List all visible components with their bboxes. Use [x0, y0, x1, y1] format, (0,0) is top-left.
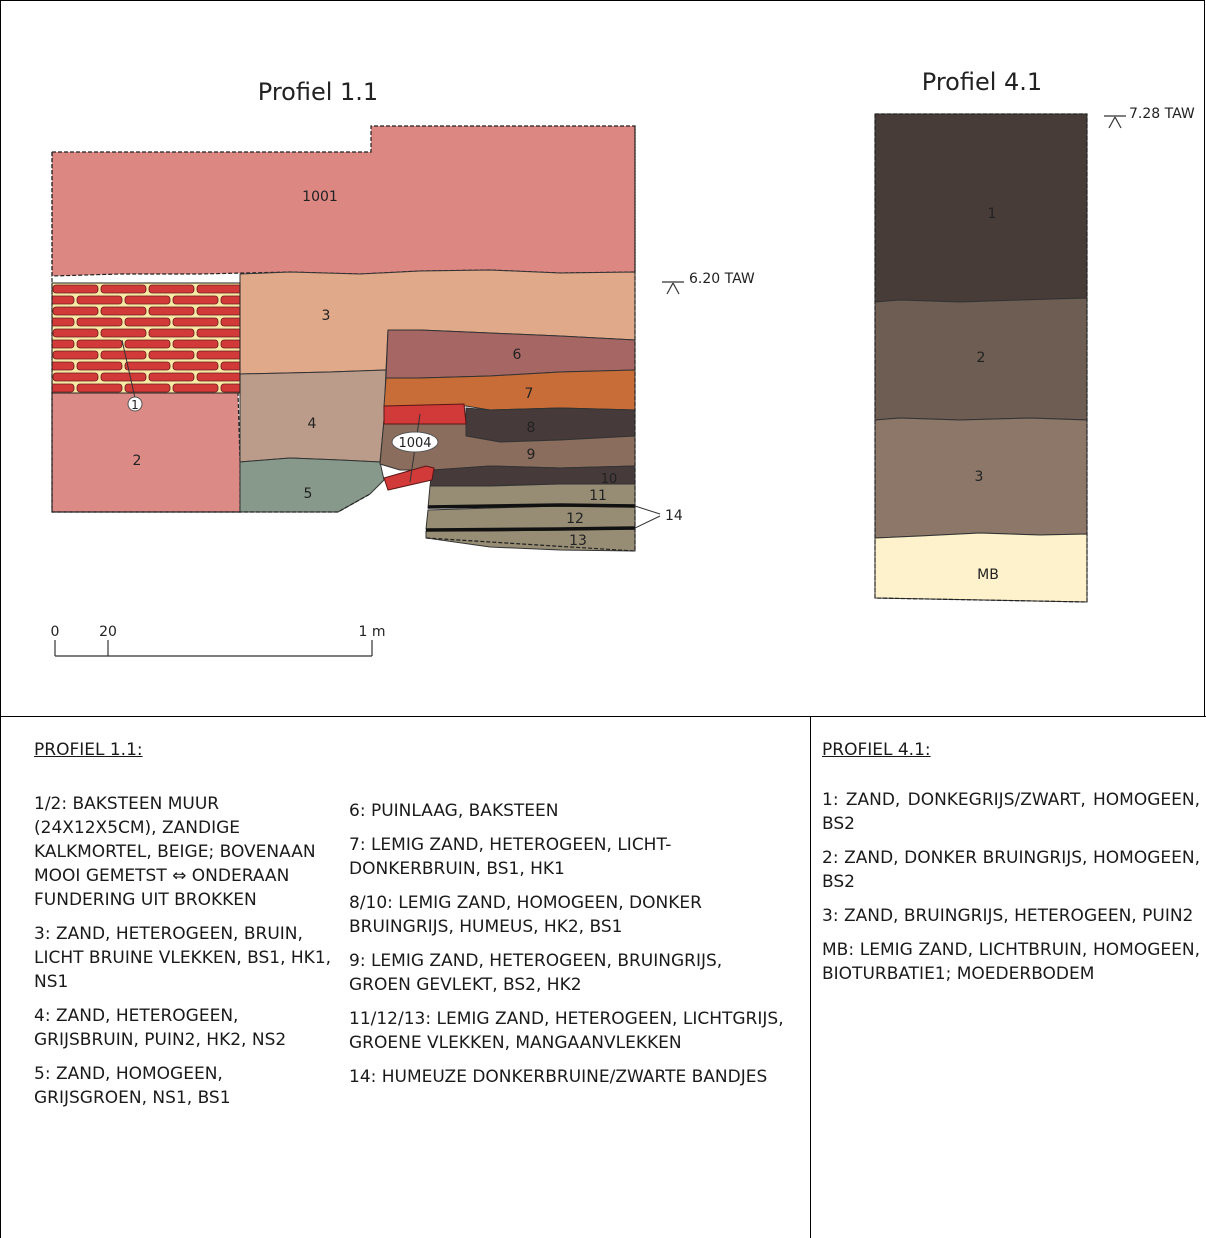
- legend-profile-1-1-continued: 6: PUINLAAG, BAKSTEEN 7: LEMIG ZAND, HET…: [349, 799, 789, 1099]
- layer-14-band-upper: [427, 503, 636, 509]
- label-1001: 1001: [302, 189, 338, 205]
- level-marker-1-1: [662, 281, 684, 295]
- scale-label-20: 20: [99, 624, 117, 640]
- label-10: 10: [601, 472, 618, 487]
- legend-1-1-heading: PROFIEL 1.1:: [34, 740, 143, 760]
- legend-1-1-item: 4: ZAND, HETEROGEEN, GRIJSBRUIN, PUIN2, …: [34, 1006, 287, 1050]
- profile-1-1-edge: [425, 126, 636, 552]
- p41-label-1: 1: [988, 206, 997, 222]
- scale-label-0: 0: [51, 624, 60, 640]
- label-13: 13: [569, 533, 587, 549]
- legend-1-1-item: 9: LEMIG ZAND, HETEROGEEN, BRUINGRIJS, G…: [349, 951, 723, 995]
- legend-4-1-item: 2: ZAND, DONKER BRUINGRIJS, HOMOGEEN, BS…: [822, 848, 1200, 892]
- label-2: 2: [133, 453, 142, 469]
- label-11: 11: [589, 488, 607, 504]
- layer-1001: [51, 125, 636, 277]
- profile-1-1-edge-left: [51, 152, 371, 513]
- level-marker-4-1: [1104, 115, 1126, 129]
- level-label-1-1: 6.20 TAW: [689, 271, 755, 287]
- layer-2: [51, 391, 241, 513]
- leader-1: [121, 339, 136, 399]
- layer-12: [425, 505, 636, 530]
- profile-drawings: Profiel 1.1 1004 1 1001 3 4 2 5 6 7 8 9 …: [51, 68, 1195, 657]
- p41-label-3: 3: [975, 469, 984, 485]
- drawing-panel-border: [0, 0, 1205, 716]
- p41-layer-1: [874, 113, 1088, 303]
- p41-label-2: 2: [977, 350, 986, 366]
- legend-4-1-item: 1: ZAND, DONKEGRIJS/ZWART, HOMOGEEN, BS2: [822, 790, 1200, 834]
- label-8: 8: [527, 420, 536, 436]
- legend-panel-border-left: [0, 716, 1, 1238]
- legend-1-1-item: 1/2: BAKSTEEN MUUR (24X12X5CM), ZANDIGE …: [34, 794, 316, 910]
- legend-1-1-item: 8/10: LEMIG ZAND, HOMOGEEN, DONKER BRUIN…: [349, 893, 702, 937]
- legend-4-1-item: 3: ZAND, BRUINGRIJS, HETEROGEEN, PUIN2: [822, 906, 1194, 926]
- panel-divider-vertical: [810, 716, 811, 1238]
- panel-divider-horizontal: [0, 716, 1206, 717]
- layer-14-band-lower: [425, 526, 636, 532]
- level-label-4-1: 7.28 TAW: [1129, 106, 1195, 122]
- legend-1-1-item: 5: ZAND, HOMOGEEN, GRIJSGROEN, NS1, BS1: [34, 1064, 231, 1108]
- p41-label-mb: MB: [977, 567, 999, 583]
- legend-1-1-item: 7: LEMIG ZAND, HETEROGEEN, LICHT-DONKERB…: [349, 835, 672, 879]
- label-1004-bubble: [391, 431, 439, 453]
- label-7: 7: [525, 386, 534, 402]
- label-14: 14: [665, 508, 683, 524]
- label-1-bubble: [127, 396, 143, 412]
- leader-14-b: [634, 515, 661, 529]
- leader-14-a: [634, 505, 661, 515]
- profile-4-1-title: Profiel 4.1: [922, 68, 1042, 96]
- label-4: 4: [308, 416, 317, 432]
- legend-1-1-item: 6: PUINLAAG, BAKSTEEN: [349, 801, 559, 821]
- legend-profile-1-1: PROFIEL 1.1: 1/2: BAKSTEEN MUUR (24X12X5…: [34, 738, 334, 1120]
- label-6: 6: [513, 347, 522, 363]
- layer-5: [239, 457, 385, 513]
- brick-1004-upper: [383, 403, 467, 425]
- scale-label-1m: 1 m: [359, 624, 386, 640]
- scale-bar: [54, 640, 373, 657]
- legend-1-1-item: 3: ZAND, HETEROGEEN, BRUIN, LICHT BRUINE…: [34, 924, 332, 992]
- legend-1-1-item: 11/12/13: LEMIG ZAND, HETEROGEEN, LICHTG…: [349, 1009, 784, 1053]
- legend-1-1-item: 14: HUMEUZE DONKERBRUINE/ZWARTE BANDJES: [349, 1067, 768, 1087]
- legend-4-1-item: MB: LEMIG ZAND, LICHTBRUIN, HOMOGEEN, BI…: [822, 940, 1200, 984]
- label-12: 12: [566, 511, 584, 527]
- brick-1004-lower: [383, 465, 435, 491]
- label-9: 9: [527, 447, 536, 463]
- layer-1-brick-wall: [51, 282, 241, 394]
- legend-profile-4-1: PROFIEL 4.1: 1: ZAND, DONKEGRIJS/ZWART, …: [822, 738, 1200, 996]
- legend-4-1-heading: PROFIEL 4.1:: [822, 740, 931, 760]
- label-1: 1: [131, 398, 139, 412]
- label-5: 5: [304, 486, 313, 502]
- profile-1-1-title: Profiel 1.1: [258, 78, 378, 106]
- label-3: 3: [322, 308, 331, 324]
- label-1004: 1004: [398, 436, 431, 451]
- p41-outline: [874, 113, 1088, 603]
